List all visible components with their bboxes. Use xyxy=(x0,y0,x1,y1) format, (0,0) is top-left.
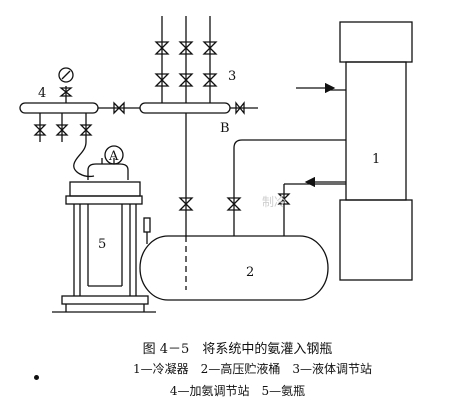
condenser xyxy=(328,21,413,281)
legend-line-2: 4—加氨调节站 5—氨瓶 xyxy=(169,384,306,398)
high-pressure-receiver xyxy=(139,235,329,301)
valve xyxy=(277,193,291,205)
figure-caption: 图 4－5 将系统中的氨灌入钢瓶 xyxy=(142,342,333,357)
watermark: 制冷 xyxy=(262,195,286,209)
gauge-a-circle xyxy=(104,145,124,165)
label-condenser: 1 xyxy=(372,152,380,167)
valve xyxy=(235,101,245,115)
label-ammonia-station: 4 xyxy=(38,86,46,101)
bullet-dot xyxy=(34,375,39,380)
valve xyxy=(178,41,194,87)
legend-line-1: 1—冷凝器 2—高压贮液桶 3—液体调节站 xyxy=(133,362,372,376)
pressure-gauge-icon xyxy=(58,67,74,83)
label-liquid-station: 3 xyxy=(228,69,236,84)
label-gauge-a: A xyxy=(108,149,119,164)
label-cylinder: 5 xyxy=(98,237,106,252)
label-receiver: 2 xyxy=(246,265,254,280)
valve xyxy=(79,124,93,136)
valve xyxy=(59,87,73,97)
valve xyxy=(33,124,47,136)
valve xyxy=(178,197,194,211)
refrigeration-diagram: 1 2 3 4 5 A B 制冷 xyxy=(19,16,413,313)
valve xyxy=(55,124,69,136)
valve xyxy=(113,101,125,115)
valve xyxy=(154,41,170,87)
label-point-b: B xyxy=(220,121,230,136)
ammonia-station-header xyxy=(19,102,99,114)
valve xyxy=(202,41,218,87)
ammonia-cylinder xyxy=(52,158,156,313)
liquid-station-header xyxy=(139,102,231,114)
valve xyxy=(226,197,242,211)
charging-hose xyxy=(73,141,95,178)
